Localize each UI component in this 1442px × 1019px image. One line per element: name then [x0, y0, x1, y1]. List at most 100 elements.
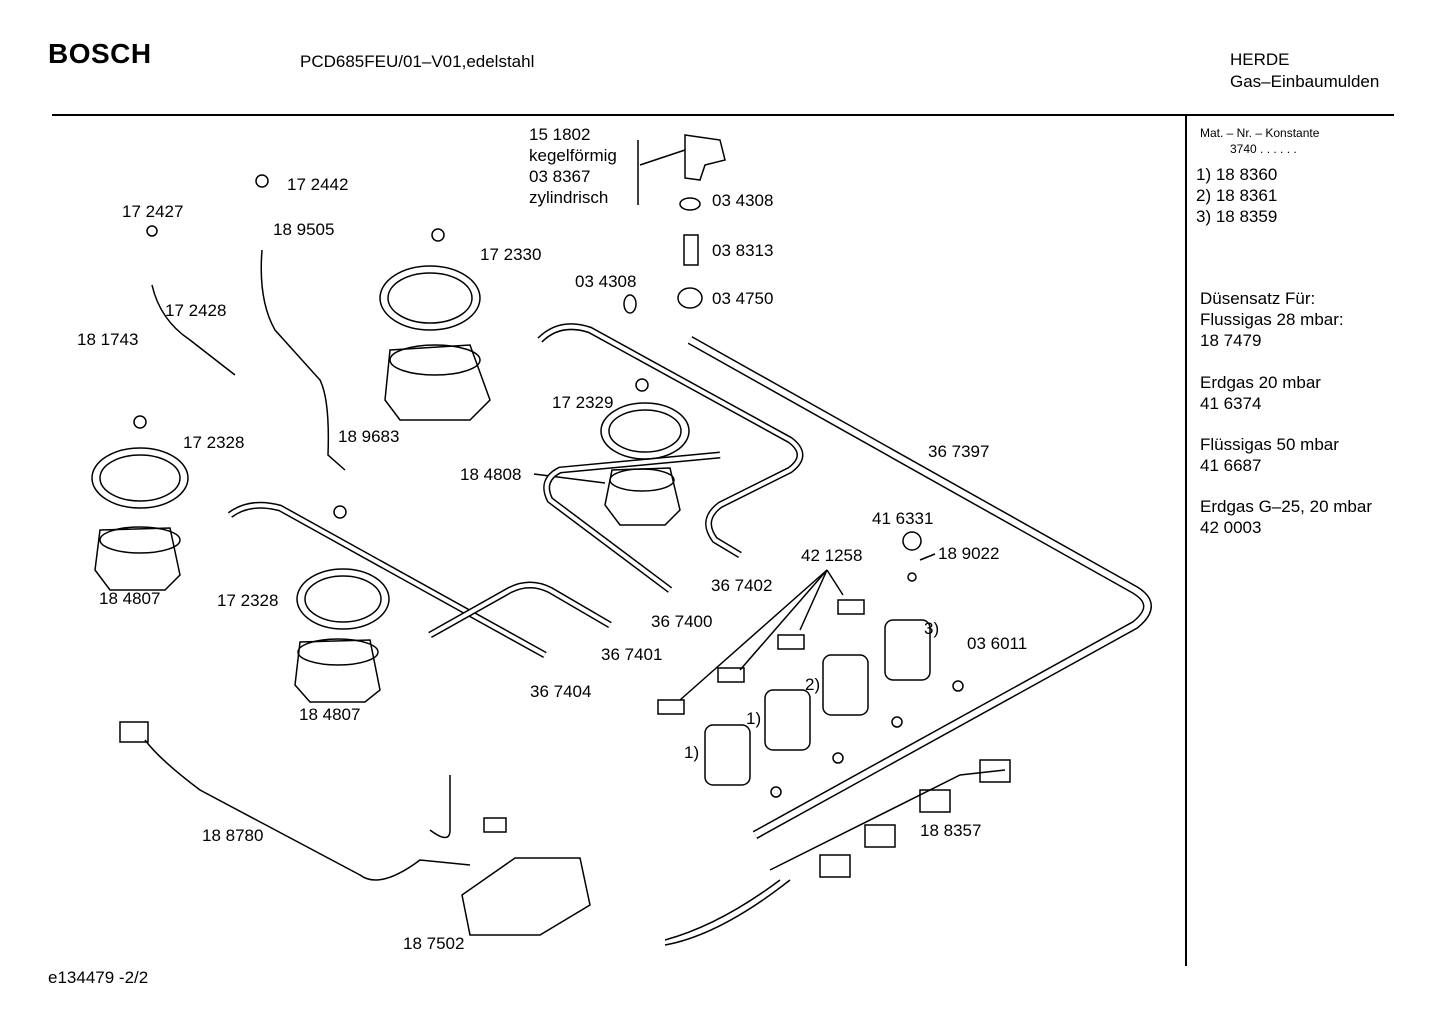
leader-line	[826, 569, 844, 596]
plug-icon	[483, 817, 507, 833]
side-divider	[1185, 116, 1187, 966]
pipe-36-7400	[543, 451, 721, 593]
gasket-icon	[623, 294, 637, 314]
variant-1: 1) 18 8360	[1196, 165, 1278, 184]
variant-3: 3) 18 8359	[1196, 207, 1278, 226]
gasket-icon	[679, 197, 701, 211]
switch-icon	[919, 789, 951, 813]
label-18-4807: 18 4807	[99, 589, 161, 608]
ignition-module	[461, 857, 591, 936]
washer-icon	[146, 225, 158, 237]
label-18-7502: 18 7502	[403, 934, 465, 953]
connector-icon	[683, 234, 699, 266]
brand-logo: BOSCH	[48, 38, 152, 69]
burner-housing	[604, 467, 681, 526]
gas-block-3-code: 42 0003	[1200, 518, 1262, 537]
label-17-2427: 17 2427	[122, 202, 184, 221]
switch-icon	[979, 759, 1011, 783]
label-42-1258: 42 1258	[801, 546, 863, 565]
label-36-7401: 36 7401	[601, 645, 663, 664]
label-17-2329: 17 2329	[552, 393, 614, 412]
gas-block-1-name: Erdgas 20 mbar	[1200, 373, 1321, 392]
label-18-8780: 18 8780	[202, 826, 264, 845]
label-18-1743: 18 1743	[77, 330, 139, 349]
label-variant-3: 3)	[924, 619, 940, 638]
knob-fixing-icon	[902, 531, 922, 551]
label-36-7397: 36 7397	[928, 442, 990, 461]
document-id: e134479 -2/2	[48, 968, 149, 987]
label-03-8313: 03 8313	[712, 241, 774, 260]
gas-tap-2	[822, 654, 869, 716]
elbow-fitting	[684, 134, 726, 181]
mat-nr-value: 3740 . . . . . .	[1230, 142, 1297, 156]
thermocouple-cable	[260, 249, 346, 471]
burner-housing	[294, 639, 381, 703]
label-15-1802: 15 1802	[529, 125, 591, 144]
leader-line	[639, 149, 686, 166]
leader-line	[679, 569, 828, 701]
label-18-9022: 18 9022	[938, 544, 1000, 563]
screw-icon	[133, 415, 147, 429]
label-variant-1: 1)	[684, 743, 700, 762]
ignition-cable	[151, 284, 236, 376]
gasket-ring	[296, 568, 390, 630]
gas-block-1-code: 41 6374	[1200, 394, 1262, 413]
category-subtitle: Gas–Einbaumulden	[1230, 72, 1380, 91]
plug-icon	[119, 721, 149, 743]
gas-tap-1	[704, 724, 751, 786]
gas-block-3-name: Erdgas G–25, 20 mbar	[1200, 497, 1372, 516]
label-17-2330: 17 2330	[480, 245, 542, 264]
label-17-2328: 17 2328	[183, 433, 245, 452]
label-variant-1: 1)	[746, 709, 762, 728]
label-kegelformig: kegelförmig	[529, 146, 617, 165]
label-36-7400: 36 7400	[651, 612, 713, 631]
nut-icon	[677, 287, 703, 309]
nozzle-icon	[717, 667, 745, 683]
leader-line	[799, 569, 828, 631]
label-41-6331: 41 6331	[872, 509, 934, 528]
gas-tap-3	[884, 619, 931, 681]
switch-icon	[819, 854, 851, 878]
nozzle-icon	[777, 634, 805, 650]
screw-icon	[333, 505, 347, 519]
label-18-8357: 18 8357	[920, 821, 982, 840]
label-03-4308: 03 4308	[712, 191, 774, 210]
model-number: PCD685FEU/01–V01,edelstahl	[300, 52, 535, 71]
switch-icon	[864, 824, 896, 848]
label-03-8367: 03 8367	[529, 167, 591, 186]
nozzle-code: 18 7479	[1200, 331, 1262, 350]
header-divider	[52, 114, 1394, 116]
washer-icon	[255, 174, 269, 188]
label-17-2328: 17 2328	[217, 591, 279, 610]
gasket-ring	[379, 265, 481, 331]
label-03-6011: 03 6011	[967, 634, 1028, 653]
label-zylindrisch: zylindrisch	[529, 188, 609, 207]
gas-tap-1	[764, 689, 811, 751]
label-03-4750: 03 4750	[712, 289, 774, 308]
nozzle-icon	[837, 599, 865, 615]
gas-block-2-name: Flüssigas 50 mbar	[1200, 435, 1339, 454]
nozzle-gas-type: Flussigas 28 mbar:	[1200, 310, 1344, 329]
label-17-2442: 17 2442	[287, 175, 349, 194]
seal-icon	[952, 680, 964, 692]
mat-nr-title: Mat. – Nr. – Konstante	[1200, 126, 1320, 140]
screw-icon	[635, 378, 649, 392]
label-36-7404: 36 7404	[530, 682, 592, 701]
leader-line	[533, 473, 606, 484]
label-36-7402: 36 7402	[711, 576, 773, 595]
label-17-2428: 17 2428	[165, 301, 227, 320]
wiring-harness	[144, 739, 471, 881]
label-18-9505: 18 9505	[273, 220, 335, 239]
label-18-4808: 18 4808	[460, 465, 522, 484]
category-title: HERDE	[1230, 50, 1290, 69]
screw-icon	[431, 228, 445, 242]
seal-icon	[891, 716, 903, 728]
spring-icon	[907, 572, 917, 582]
nozzle-title: Düsensatz Für:	[1200, 289, 1316, 308]
label-variant-2: 2)	[805, 675, 821, 694]
pipe-36-7404	[227, 501, 547, 659]
leader-line	[919, 553, 936, 561]
switch-harness	[769, 769, 1006, 871]
gasket-ring	[600, 402, 690, 460]
